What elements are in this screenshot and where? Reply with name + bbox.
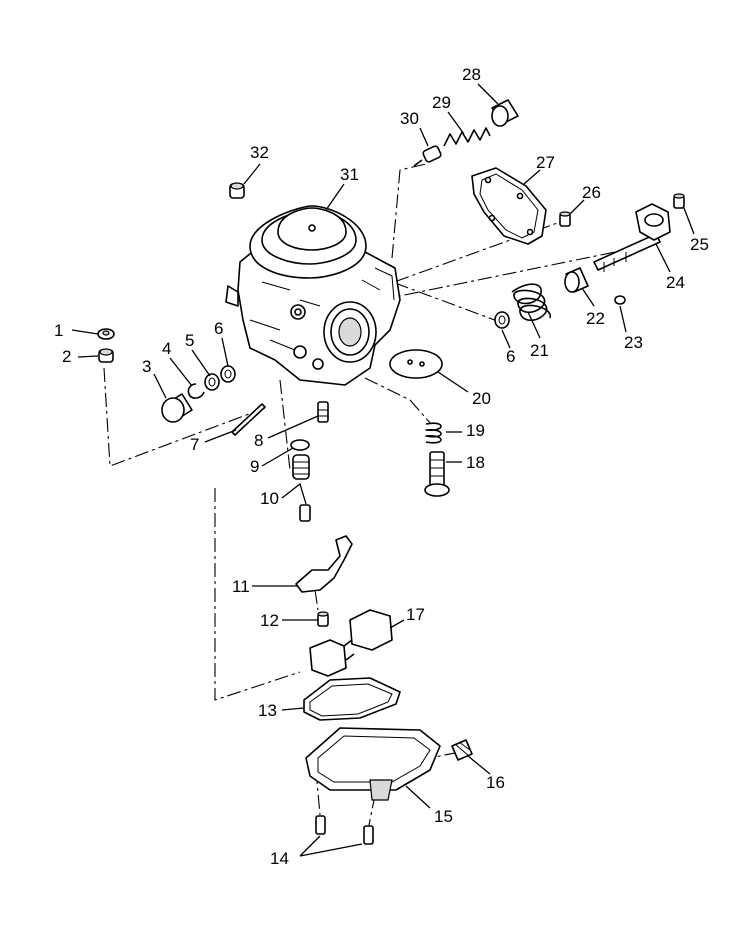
part-1-nut: [97, 328, 115, 340]
carburetor-body: [225, 205, 401, 386]
callout-3: 3: [142, 357, 151, 376]
callout-18: 18: [466, 453, 485, 472]
part-12-screw: [317, 611, 329, 627]
callout-16: 16: [486, 773, 505, 792]
part-29-spring: [443, 127, 491, 147]
callout-12: 12: [260, 611, 279, 630]
part-5-washer: [204, 373, 220, 391]
part-14-screws: [315, 815, 374, 845]
part-16-drain-screw: [451, 739, 473, 761]
part-23-screw: [614, 295, 626, 305]
part-28-plug: [491, 99, 519, 127]
callout-9: 9: [250, 457, 259, 476]
callout-8: 8: [254, 431, 263, 450]
callout-2: 2: [62, 347, 71, 366]
part-15-float-bowl: [305, 727, 441, 801]
callout-5: 5: [185, 331, 194, 350]
callout-32: 32: [250, 143, 269, 162]
part-25-screw: [673, 193, 685, 209]
callout-numbers: 1 2 3 4 5 6 7 8 9 10 11 12 13 14 15 16 1…: [54, 65, 709, 868]
part-32-screw: [229, 182, 245, 199]
part-13-gasket: [303, 677, 401, 721]
callout-17: 17: [406, 605, 425, 624]
callout-13: 13: [258, 701, 277, 720]
callout-21: 21: [530, 341, 549, 360]
part-18-pilot-screw: [424, 451, 450, 497]
part-30-needle: [413, 145, 442, 167]
part-27-cover-gasket: [471, 167, 547, 245]
callout-26: 26: [582, 183, 601, 202]
part-6-o-ring-right: [494, 311, 510, 329]
part-9-o-ring: [290, 439, 310, 451]
part-7-pin: [231, 403, 266, 436]
callout-20: 20: [472, 389, 491, 408]
assembly-lines: [103, 163, 626, 831]
callout-27: 27: [536, 153, 555, 172]
part-19-spring: [425, 422, 442, 444]
callout-14: 14: [270, 849, 289, 868]
part-3-cap: [161, 393, 193, 423]
callout-6-right: 6: [506, 347, 515, 366]
callout-22: 22: [586, 309, 605, 328]
callout-28: 28: [462, 65, 481, 84]
callout-7: 7: [190, 435, 199, 454]
part-17-float: [309, 609, 393, 677]
part-21-spring: [511, 283, 551, 322]
part-6-o-ring-left: [220, 365, 236, 383]
callout-1: 1: [54, 321, 63, 340]
callout-11: 11: [232, 577, 250, 596]
callout-30: 30: [400, 109, 419, 128]
callout-10: 10: [260, 489, 279, 508]
leader-lines: [71, 83, 695, 857]
callout-29: 29: [432, 93, 451, 112]
part-4-clip: [187, 383, 205, 399]
part-24-shaft: [593, 203, 671, 272]
callout-25: 25: [690, 235, 709, 254]
part-26-screw: [559, 211, 571, 227]
callout-31: 31: [340, 165, 359, 184]
part-2-washer: [98, 348, 114, 363]
part-10-needle-jet: [292, 454, 311, 522]
callout-6-left: 6: [214, 319, 223, 338]
part-11-bracket: [295, 535, 353, 593]
part-20-plate: [389, 349, 443, 379]
callout-15: 15: [434, 807, 453, 826]
callout-24: 24: [666, 273, 685, 292]
callout-4: 4: [162, 339, 171, 358]
callout-19: 19: [466, 421, 485, 440]
callout-23: 23: [624, 333, 643, 352]
part-8-jet: [317, 401, 329, 423]
part-22-collar: [564, 267, 589, 293]
